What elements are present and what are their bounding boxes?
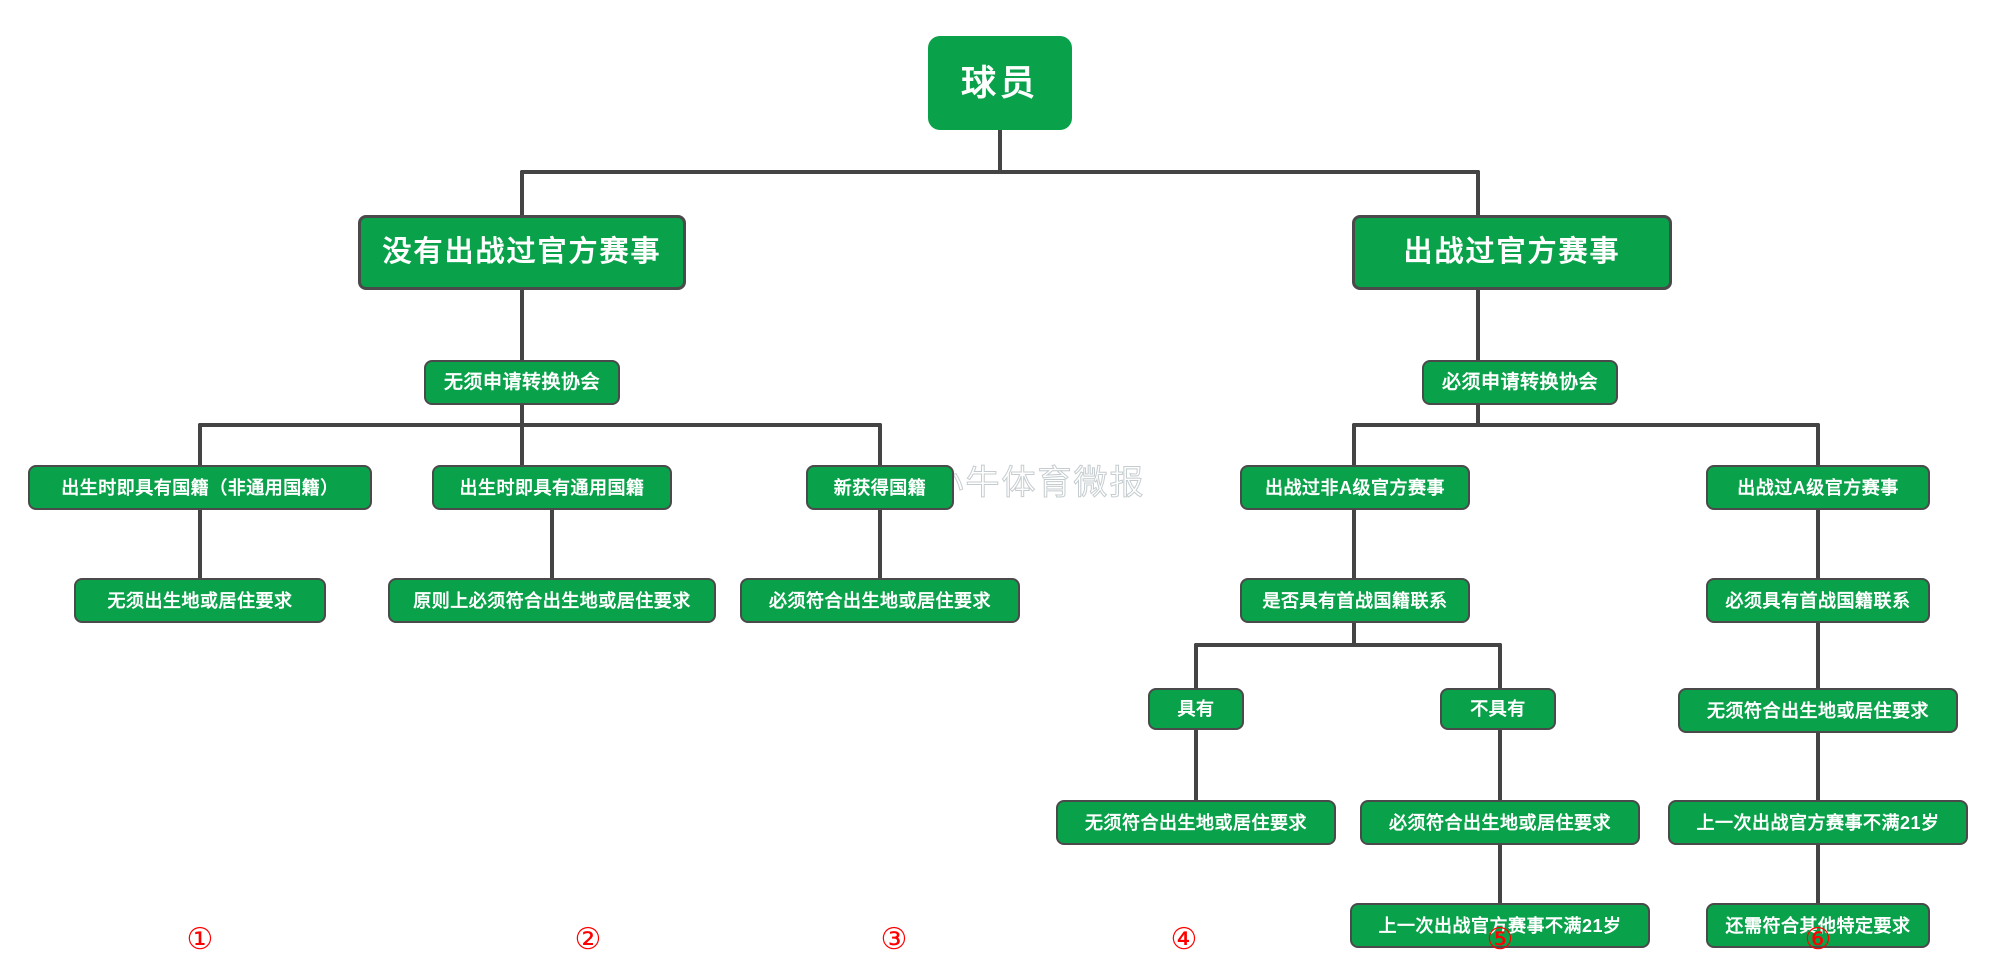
node-no-must-meet-birthplace-or-residency[interactable]: 必须符合出生地或居住要求 xyxy=(1360,800,1640,845)
index-marker-1: ① xyxy=(186,922,214,957)
index-marker-3: ③ xyxy=(880,922,908,957)
index-marker-5: ⑤ xyxy=(1486,922,1514,957)
node-no-official-match[interactable]: 没有出战过官方赛事 xyxy=(358,215,686,290)
node-association-switch-required[interactable]: 必须申请转换协会 xyxy=(1422,360,1618,405)
index-marker-2: ② xyxy=(574,922,602,957)
node-a-level-under-21-at-last-official-match[interactable]: 上一次出战官方赛事不满21岁 xyxy=(1668,800,1968,845)
node-no-birthplace-or-residency-requirement[interactable]: 无须出生地或居住要求 xyxy=(74,578,326,623)
node-must-meet-birthplace-or-residency[interactable]: 必须符合出生地或居住要求 xyxy=(740,578,1020,623)
node-nationality-at-birth-non-common[interactable]: 出生时即具有国籍（非通用国籍） xyxy=(28,465,372,510)
index-marker-4: ④ xyxy=(1170,922,1198,957)
node-common-nationality-at-birth[interactable]: 出生时即具有通用国籍 xyxy=(432,465,672,510)
node-has-link-yes[interactable]: 具有 xyxy=(1148,688,1244,730)
node-played-official-match[interactable]: 出战过官方赛事 xyxy=(1352,215,1672,290)
node-root-player[interactable]: 球员 xyxy=(928,36,1072,130)
node-newly-acquired-nationality[interactable]: 新获得国籍 xyxy=(806,465,954,510)
index-marker-6: ⑥ xyxy=(1804,922,1832,957)
node-a-level-no-birthplace-or-residency-requirement[interactable]: 无须符合出生地或居住要求 xyxy=(1678,688,1958,733)
node-no-association-switch-needed[interactable]: 无须申请转换协会 xyxy=(424,360,620,405)
node-played-a-level-match[interactable]: 出战过A级官方赛事 xyxy=(1706,465,1930,510)
node-must-have-first-match-nationality-link[interactable]: 必须具有首战国籍联系 xyxy=(1706,578,1930,623)
node-in-principle-must-meet-birthplace-or-residency[interactable]: 原则上必须符合出生地或居住要求 xyxy=(388,578,716,623)
node-played-non-a-level-match[interactable]: 出战过非A级官方赛事 xyxy=(1240,465,1470,510)
node-yes-no-birthplace-or-residency-requirement[interactable]: 无须符合出生地或居住要求 xyxy=(1056,800,1336,845)
node-has-link-no[interactable]: 不具有 xyxy=(1440,688,1556,730)
node-has-first-match-nationality-link-question[interactable]: 是否具有首战国籍联系 xyxy=(1240,578,1470,623)
